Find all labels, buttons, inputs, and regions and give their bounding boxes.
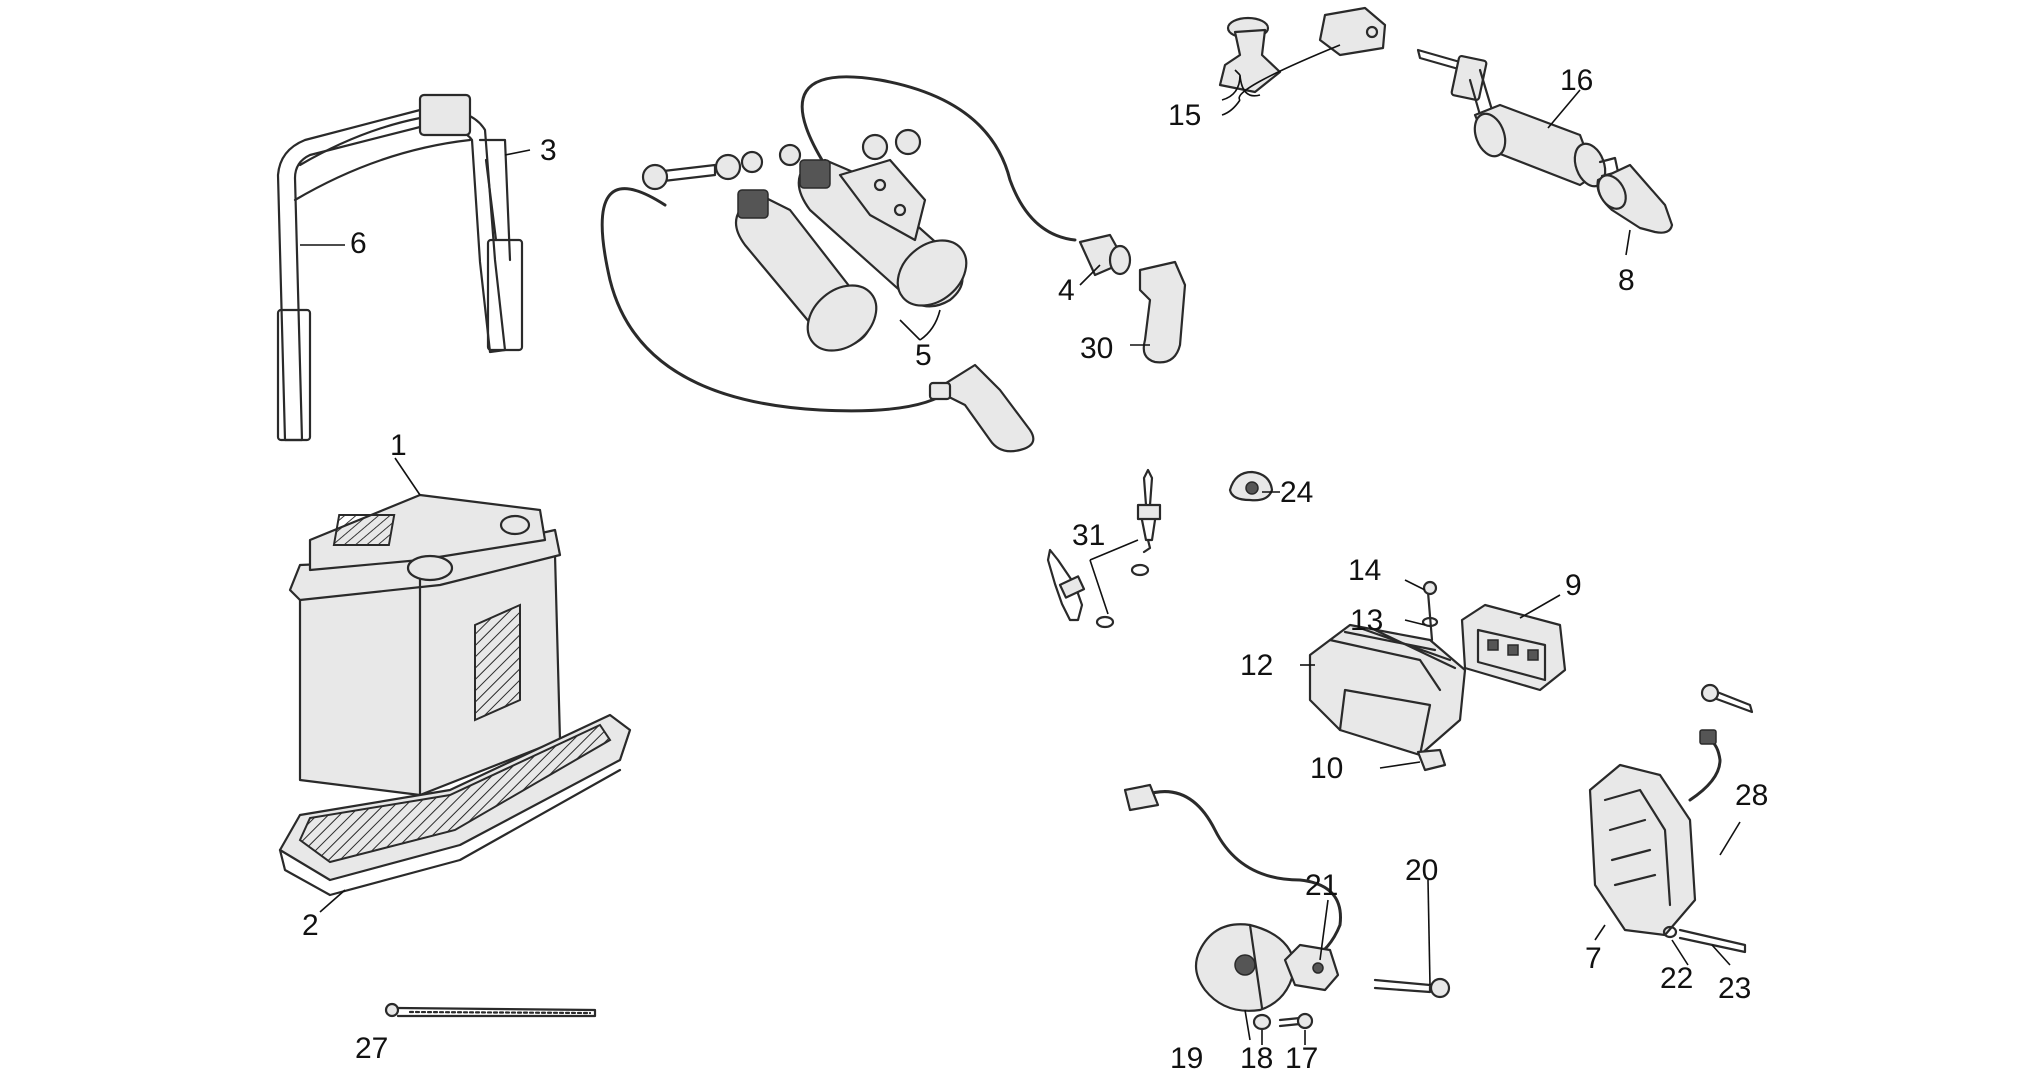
ignition-control-unit [1588,683,1754,954]
callout-24: 24 [1280,476,1313,509]
callout-17: 17 [1285,1042,1318,1071]
callout-19: 19 [1170,1042,1203,1071]
callout-31: 31 [1072,519,1105,552]
callout-10: 10 [1310,752,1343,785]
leader-lines [300,44,1741,1045]
switch-assembly [1218,6,1387,94]
callout-5: 5 [915,339,932,372]
callout-1: 1 [390,429,407,462]
callout-13: 13 [1350,604,1383,637]
callout-4: 4 [1058,274,1075,307]
voltage-regulator [1308,580,1467,772]
callout-20: 20 [1405,854,1438,887]
callout-9: 9 [1565,569,1582,602]
connector-block [1460,603,1567,692]
callout-3: 3 [540,134,557,167]
callout-21: 21 [1305,869,1338,902]
ignition-switch [1416,48,1620,188]
pickup-sensor [1123,783,1342,1012]
callout-28: 28 [1735,779,1768,812]
callout-labels: 1 2 3 4 5 6 7 8 9 10 12 13 14 15 16 17 1… [302,64,1768,1071]
rubber-boot [1596,163,1674,234]
callout-8: 8 [1618,264,1635,297]
spark-plugs [1046,468,1162,629]
callout-7: 7 [1585,942,1602,975]
callout-6: 6 [350,227,367,260]
battery-tray [278,713,632,897]
callout-2: 2 [302,909,319,942]
callout-15: 15 [1168,99,1201,132]
callout-16: 16 [1560,64,1593,97]
grommet [1228,470,1274,502]
callout-14: 14 [1348,554,1381,587]
battery [288,493,562,797]
callout-30: 30 [1080,332,1113,365]
callout-23: 23 [1718,972,1751,1005]
callout-27: 27 [355,1032,388,1065]
battery-strap [276,93,524,442]
sensor-bracket [1252,943,1451,1031]
ignition-coils [600,75,1077,453]
callout-18: 18 [1240,1042,1273,1071]
callout-22: 22 [1660,962,1693,995]
cable-tie [384,1002,597,1018]
callout-12: 12 [1240,649,1273,682]
suppressor-and-plug-cap [1078,233,1187,364]
